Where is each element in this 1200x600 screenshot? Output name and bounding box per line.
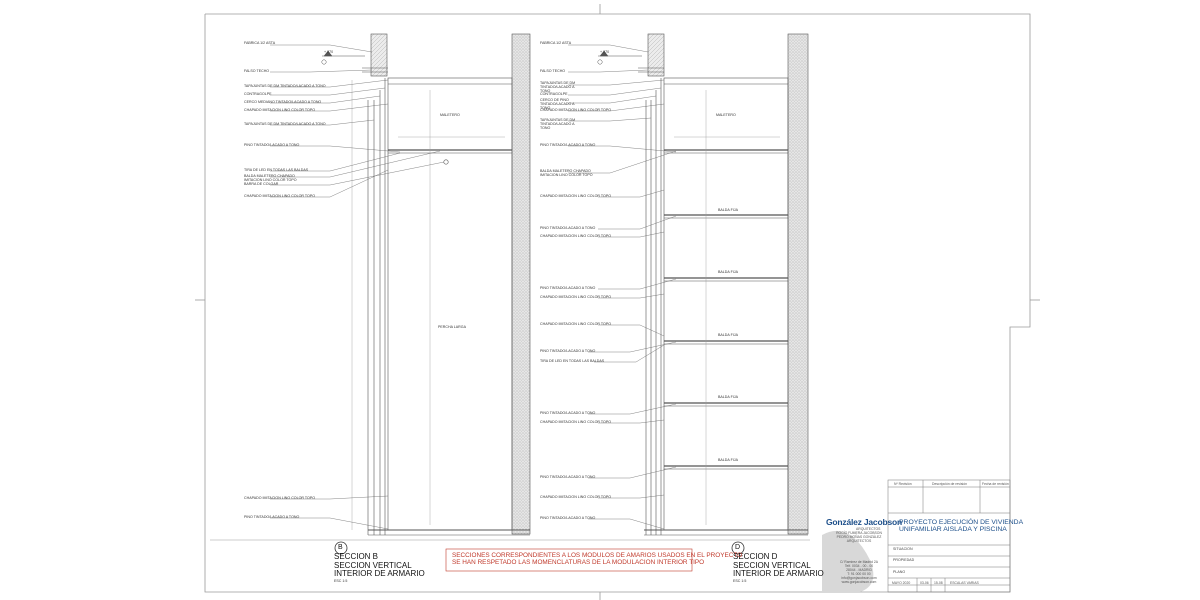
- contact-3: 28044 - MADRID: [846, 568, 872, 572]
- note-line-2: SE HAN RESPETADO LAS MOMENCLATURAS DE LA…: [452, 559, 705, 567]
- level-mark-b: + 270: [324, 50, 334, 54]
- firm-line-2: PEDRO MOÑAS GONZÁLEZ: [836, 535, 882, 539]
- label-b-5: CERCO MEDIANO TINTADO/LACADO A TONO: [244, 100, 322, 104]
- section-d-drawing: [568, 33, 809, 536]
- field-plano: PLANO: [893, 570, 906, 574]
- label-b-2: FALSO TECHO: [244, 69, 270, 73]
- label-d-2: FALSO TECHO: [540, 69, 566, 73]
- contact-2: Telf. 0034 - 00 - 00: [844, 564, 874, 568]
- project-title: PROYECTO EJECUCIÓN DE VIVIENDA UNIFAMILI…: [899, 519, 1023, 534]
- section-d-letter: D: [735, 544, 741, 551]
- rev-header-number: Nº Revisión: [894, 482, 912, 486]
- label-b-3: TAPAJUNTAS DE DM TINTADO/LACADO A TONO: [244, 84, 326, 88]
- field-date: MAYO 2020: [892, 581, 911, 585]
- label-d-6: CHAPADO IMITACION LINO COLOR TOPO: [540, 108, 612, 112]
- firm-logo: González Jacobson ARQUITECTOS: [826, 517, 902, 531]
- contact-1: C/ Ramirez de Madrid 2A: [839, 560, 879, 564]
- section-b-caption: SECCION B SECCION VERTICAL INTERIOR DE A…: [334, 552, 425, 583]
- section-b-title: SECCION B: [334, 552, 379, 561]
- project-title-line-2: UNIFAMILIAR AISLADA Y PISCINA: [899, 526, 1007, 534]
- field-sheet: 03-06: [920, 581, 929, 585]
- contact-5: info@gonjacobson.com: [841, 576, 877, 580]
- rev-header-date: Fecha de revisión: [982, 482, 1009, 486]
- inner-d-4: BALDA FIJA: [718, 333, 738, 337]
- label-b-6: CHAPADO IMITACION LINO COLOR TOPO: [244, 108, 316, 112]
- label-d-10: CHAPADO IMITACION LINO COLOR TOPO: [540, 194, 612, 198]
- level-markers: [321, 50, 642, 65]
- label-b-12: CHAPADO IMITACION LINO COLOR TOPO: [244, 194, 316, 198]
- field-code: 15-08: [934, 581, 943, 585]
- note-line-1: SECCIONES CORRESPONDIENTES A LOS MODULOS…: [452, 552, 743, 559]
- contact-6: www.gonjacobson.com: [841, 580, 877, 584]
- logo-sub: ARQUITECTOS: [856, 527, 881, 531]
- project-title-line-1: PROYECTO EJECUCIÓN DE VIVIENDA: [899, 519, 1024, 526]
- section-callouts: [334, 541, 745, 555]
- field-situacion: SITUACION: [893, 547, 913, 551]
- contact-4: T: 91 000 00 00: [847, 572, 871, 576]
- title-block-frame: [887, 479, 1011, 593]
- label-d-8: PINO TINTADO/LACADO A TONO: [540, 143, 596, 147]
- inner-b-2: PERCHA LARGA: [438, 325, 466, 329]
- logo-text: González Jacobson: [826, 517, 902, 527]
- label-d-3: TAPAJUNTAS DE DM TINTADO/LACADO A TONO: [540, 81, 576, 93]
- label-d-19: CHAPADO IMITACION LINO COLOR TOPO: [540, 420, 612, 424]
- label-d-4: CONTRAGOLPE: [540, 92, 568, 96]
- label-d-11: PINO TINTADO/LACADO A TONO: [540, 226, 596, 230]
- label-d-15: CHAPADO IMITACION LINO COLOR TOPO: [540, 322, 612, 326]
- section-b-drawing: [270, 33, 531, 536]
- label-b-10: BALDA MALETERO CHAPADO IMITACION LINO CO…: [244, 174, 297, 182]
- label-d-12: CHAPADO IMITACION LINO COLOR TOPO: [540, 234, 612, 238]
- label-b-7: TAPAJUNTAS DE DM TINTADO/LACADO A TONO: [244, 122, 326, 126]
- inner-d-2: BALDA FIJA: [718, 208, 738, 212]
- inner-b-1: MALETERO: [440, 113, 460, 117]
- section-d-caption: SECCION D SECCION VERTICAL INTERIOR DE A…: [733, 552, 824, 583]
- label-b-11: BARRA DE COLGAR: [244, 182, 279, 186]
- label-d-5: CERCO DE PINO TINTADO/LACADO A TONO: [540, 98, 575, 110]
- logo-leaf-icon: [822, 530, 874, 592]
- section-d-scale: ESC 1:5: [733, 578, 747, 583]
- label-d-13: PINO TINTADO/LACADO A TONO: [540, 286, 596, 290]
- section-d-subtitle: SECCION VERTICAL: [733, 560, 811, 570]
- section-b-letter: B: [338, 544, 343, 551]
- rev-header-desc: Descripción de revisión: [932, 482, 968, 486]
- label-d-7: TAPAJUNTAS DE DM TINTADO/LACADO A TONO: [540, 118, 576, 130]
- label-d-18: PINO TINTADO/LACADO A TONO: [540, 411, 596, 415]
- label-b-13: CHAPADO IMITACION LINO COLOR TOPO: [244, 496, 316, 500]
- label-b-8: PINO TINTADO/LACADO A TONO: [244, 143, 300, 147]
- section-b-subtitle: SECCION VERTICAL: [334, 560, 412, 570]
- section-d-title: SECCION D: [733, 552, 778, 561]
- label-b-9: TIRA DE LED EN TODAS LAS BALDAS: [244, 168, 309, 172]
- section-d-desc: INTERIOR DE ARMARIO: [733, 569, 824, 578]
- sheet-frame: [195, 4, 1040, 600]
- inner-d-5: BALDA FIJA: [718, 395, 738, 399]
- label-b-1: FABRICA 1/2 ASTA: [244, 41, 276, 45]
- label-d-16: PINO TINTADO/LACADO A TONO: [540, 349, 596, 353]
- label-d-20: PINO TINTADO/LACADO A TONO: [540, 475, 596, 479]
- note-box: [445, 548, 693, 572]
- level-mark-d: + 270: [600, 50, 610, 54]
- label-d-1: FABRICA 1/2 ASTA: [540, 41, 572, 45]
- label-d-17: TIRA DE LED EN TODAS LAS BALDAS: [540, 359, 605, 363]
- section-b-desc: INTERIOR DE ARMARIO: [334, 569, 425, 578]
- inner-d-3: BALDA FIJA: [718, 270, 738, 274]
- firm-names: ROCÍO FUMERA JACOBSON PEDRO MOÑAS GONZÁL…: [836, 531, 882, 543]
- firm-line-3: ARQUITECTOS: [846, 539, 872, 543]
- section-b-scale: ESC 1:5: [334, 578, 348, 583]
- label-b-4: CONTRAGOLPE: [244, 92, 272, 96]
- label-d-21: CHAPADO IMITACION LINO COLOR TOPO: [540, 495, 612, 499]
- field-propiedad: PROPIEDAD: [893, 558, 915, 562]
- project-note: SECCIONES CORRESPONDIENTES A LOS MODULOS…: [452, 552, 742, 566]
- label-d-14: CHAPADO IMITACION LINO COLOR TOPO: [540, 295, 612, 299]
- label-b-14: PINO TINTADO/LACADO A TONO: [244, 515, 300, 519]
- firm-contact: C/ Ramirez de Madrid 2A Telf. 0034 - 00 …: [836, 560, 882, 584]
- inner-d-6: BALDA FIJA: [718, 458, 738, 462]
- firm-line-1: ROCÍO FUMERA JACOBSON: [836, 531, 882, 535]
- field-scale: ESCALAS VARIAS: [950, 581, 979, 585]
- inner-d-1: MALETERO: [716, 113, 736, 117]
- label-d-9: BALDA MALETERO CHAPADO IMITACION LINO CO…: [540, 169, 593, 177]
- label-d-22: PINO TINTADO/LACADO A TONO: [540, 516, 596, 520]
